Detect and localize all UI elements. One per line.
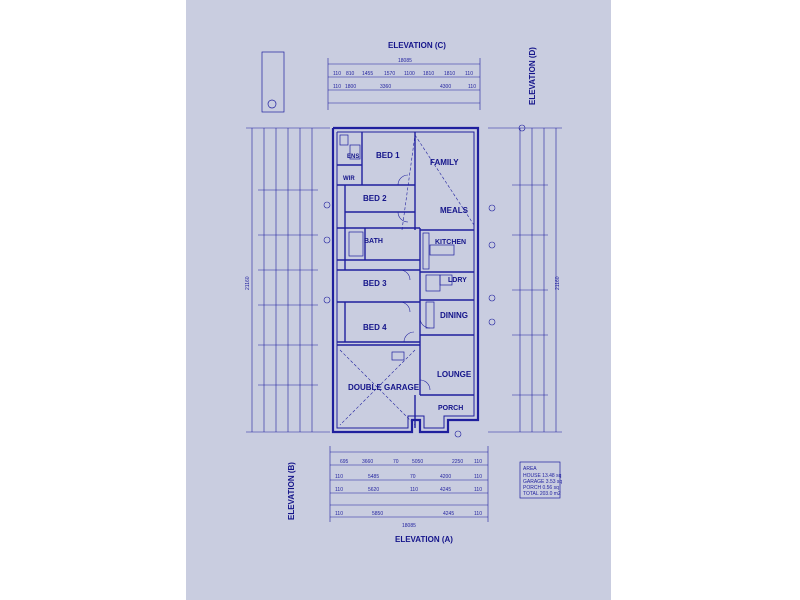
bottom3-dim-3: 110 xyxy=(410,487,418,493)
elevation-a-label: ELEVATION (A) xyxy=(395,535,453,544)
room-ldry: LDRY xyxy=(448,277,467,284)
room-bath: BATH xyxy=(364,238,383,245)
room-dining: DINING xyxy=(440,311,468,320)
bottom1-dim-6: 110 xyxy=(474,459,482,465)
bottom3-dim-5: 110 xyxy=(474,487,482,493)
room-wir: WIR xyxy=(343,176,355,182)
top-dim-4: 1570 xyxy=(384,71,395,77)
room-porch: PORCH xyxy=(438,405,463,412)
top-dim-6: 1810 xyxy=(423,71,434,77)
bottom2-dim-3: 70 xyxy=(410,474,416,480)
elevation-c-label: ELEVATION (C) xyxy=(388,41,446,50)
area-line-3: GARAGE 3.53 sq xyxy=(523,479,562,485)
area-line-5: TOTAL 203.0 m2 xyxy=(523,491,561,497)
room-bed-1: BED 1 xyxy=(376,151,400,160)
top-dim-5: 1100 xyxy=(404,71,415,77)
bottom1-dim-3: 70 xyxy=(393,459,399,465)
area-line-4: PORCH 0.56 sq xyxy=(523,485,559,491)
bottom-dimension-lines xyxy=(329,446,489,522)
room-ens: ENS xyxy=(347,154,359,160)
room-lounge: LOUNGE xyxy=(437,370,472,379)
bottom3-dim-4: 4245 xyxy=(440,487,451,493)
elevation-d-label: ELEVATION (D) xyxy=(528,47,537,105)
top-dim-3: 1455 xyxy=(362,71,373,77)
room-family: FAMILY xyxy=(430,158,459,167)
fixtures xyxy=(339,134,455,361)
bottom2-dim-4: 4200 xyxy=(440,474,451,480)
top2-dim-2: 1800 xyxy=(345,84,356,90)
elevation-b-label: ELEVATION (B) xyxy=(287,462,296,520)
bottom2-dim-5: 110 xyxy=(474,474,482,480)
top-overall-dim: 18085 xyxy=(398,58,412,64)
bottom-overall-dim: 18085 xyxy=(402,523,416,529)
bottom1-dim-4: 5050 xyxy=(412,459,423,465)
outer-wall-inner-line xyxy=(336,131,475,429)
floor-plan-drawing: ELEVATION (C) ELEVATION (A) ELEVATION (D… xyxy=(245,41,562,544)
bottom4-dim-1: 110 xyxy=(335,511,343,517)
bottom1-dim-1: 695 xyxy=(340,459,349,465)
room-meals: MEALS xyxy=(440,206,469,215)
room-double-garage: DOUBLE GARAGE xyxy=(348,383,420,392)
top-dimension-lines xyxy=(327,58,481,110)
room-bed-2: BED 2 xyxy=(363,194,387,203)
right-dimension-lines xyxy=(488,127,562,433)
bottom1-dim-5: 2250 xyxy=(452,459,463,465)
bottom3-dim-1: 110 xyxy=(335,487,343,493)
room-bed-3: BED 3 xyxy=(363,279,387,288)
hidden-lines xyxy=(339,134,475,426)
area-line-1: AREA xyxy=(523,466,537,472)
top2-dim-4: 4300 xyxy=(440,84,451,90)
top-dim-1: 110 xyxy=(333,71,341,77)
top2-dim-3: 3360 xyxy=(380,84,391,90)
north-symbol-icon xyxy=(267,99,277,109)
bottom3-dim-2: 5620 xyxy=(368,487,379,493)
bottom2-dim-2: 5485 xyxy=(368,474,379,480)
notes-box xyxy=(261,51,285,113)
top2-dim-1: 110 xyxy=(333,84,341,90)
left-dimension-lines xyxy=(246,127,330,433)
area-line-2: HOUSE 13.48 sq xyxy=(523,473,562,479)
window-markers xyxy=(323,124,526,438)
bottom4-dim-3: 4245 xyxy=(443,511,454,517)
room-bed-4: BED 4 xyxy=(363,323,387,332)
blueprint-sheet: ELEVATION (C) ELEVATION (A) ELEVATION (D… xyxy=(186,0,611,600)
top2-dim-5: 110 xyxy=(468,84,476,90)
outer-walls xyxy=(331,126,480,434)
top-dim-8: 110 xyxy=(465,71,473,77)
bottom4-dim-2: 5850 xyxy=(372,511,383,517)
area-schedule-box xyxy=(519,461,561,499)
top-dim-2: 810 xyxy=(346,71,355,77)
left-overall-dim: 21160 xyxy=(245,276,251,290)
top-dim-7: 1810 xyxy=(444,71,455,77)
right-overall-dim: 21160 xyxy=(555,276,561,290)
bottom1-dim-2: 3660 xyxy=(362,459,373,465)
bottom4-dim-4: 110 xyxy=(474,511,482,517)
bottom2-dim-1: 110 xyxy=(335,474,343,480)
door-swings xyxy=(397,174,431,391)
room-kitchen: KITCHEN xyxy=(435,239,466,246)
interior-walls xyxy=(337,132,474,428)
